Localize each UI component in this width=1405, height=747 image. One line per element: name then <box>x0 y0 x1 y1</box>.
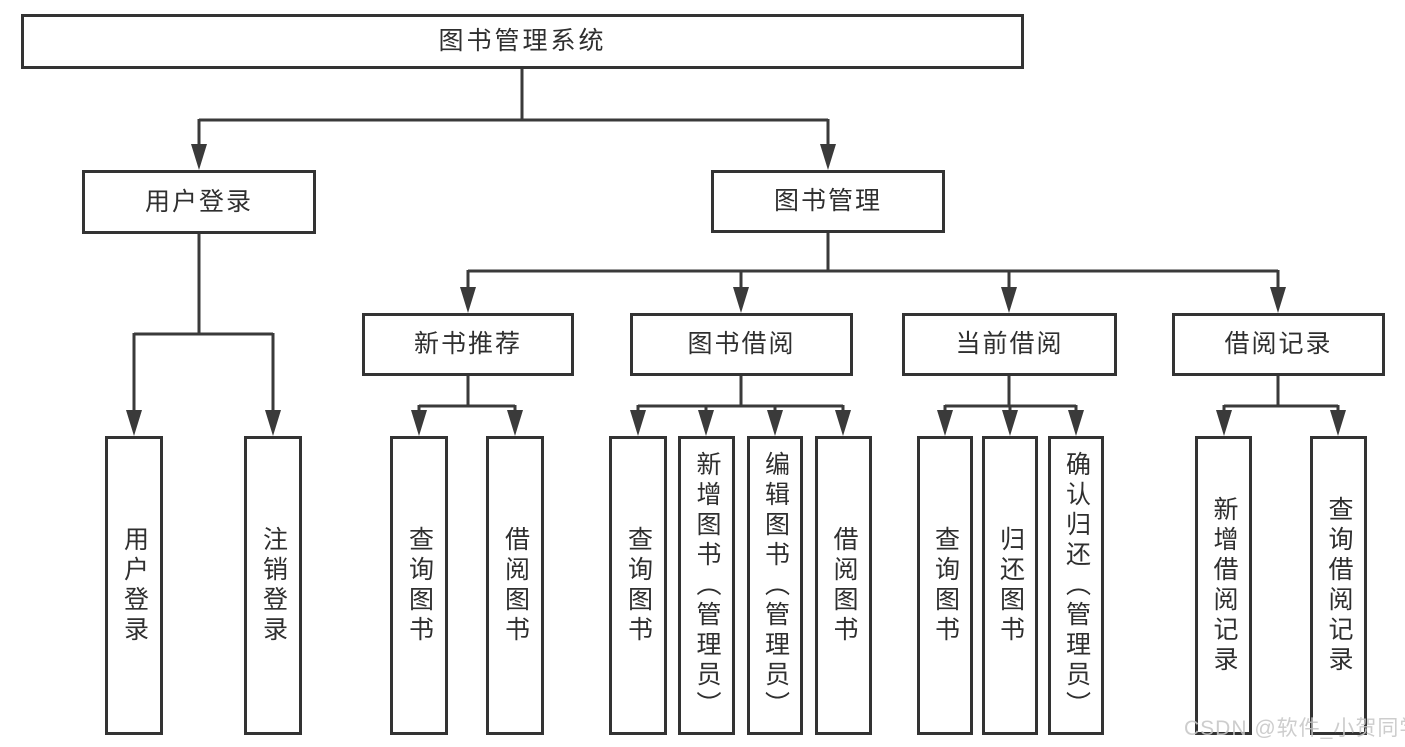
leaf-return-books-label: 归还图书 <box>996 525 1025 646</box>
leaf-edit-books-admin: 编辑图书（管理员） <box>747 436 803 735</box>
node-book-management-module: 图书管理 <box>711 170 945 233</box>
node-book-borrowing: 图书借阅 <box>630 313 853 376</box>
leaf-add-books-admin: 新增图书（管理员） <box>678 436 735 735</box>
leaf-newbook-borrow-books: 借阅图书 <box>486 436 544 735</box>
leaf-query-borrow-record: 查询借阅记录 <box>1310 436 1367 735</box>
leaf-logout-label: 注销登录 <box>259 525 288 646</box>
leaf-current-query-books-label: 查询图书 <box>931 525 960 646</box>
leaf-query-borrow-record-label: 查询借阅记录 <box>1325 495 1353 676</box>
leaf-add-books-admin-label: 新增图书（管理员） <box>693 450 721 721</box>
csdn-watermark: CSDN @软件_小贺同学 <box>1184 717 1405 740</box>
leaf-add-borrow-record: 新增借阅记录 <box>1195 436 1252 735</box>
leaf-return-books: 归还图书 <box>982 436 1038 735</box>
leaf-edit-books-admin-label: 编辑图书（管理员） <box>761 450 790 721</box>
leaf-borrow-books: 借阅图书 <box>815 436 872 735</box>
leaf-newbook-query-books: 查询图书 <box>390 436 448 735</box>
leaf-borrow-query-books-label: 查询图书 <box>624 525 653 646</box>
leaf-borrow-books-label: 借阅图书 <box>830 525 858 646</box>
leaf-user-login-label: 用户登录 <box>120 525 149 646</box>
leaf-logout: 注销登录 <box>244 436 302 735</box>
node-user-login-module: 用户登录 <box>82 170 316 234</box>
leaf-current-query-books: 查询图书 <box>917 436 973 735</box>
node-borrowing-records: 借阅记录 <box>1172 313 1385 376</box>
leaf-confirm-return-admin-label: 确认归还（管理员） <box>1062 450 1091 721</box>
leaf-user-login: 用户登录 <box>105 436 163 735</box>
leaf-newbook-borrow-books-label: 借阅图书 <box>501 525 530 646</box>
leaf-borrow-query-books: 查询图书 <box>609 436 667 735</box>
node-new-book-recommendation: 新书推荐 <box>362 313 574 376</box>
leaf-newbook-query-books-label: 查询图书 <box>405 525 434 646</box>
leaf-confirm-return-admin: 确认归还（管理员） <box>1048 436 1104 735</box>
node-current-borrowing: 当前借阅 <box>902 313 1117 376</box>
node-library-management-system: 图书管理系统 <box>21 14 1024 69</box>
leaf-add-borrow-record-label: 新增借阅记录 <box>1210 495 1238 676</box>
